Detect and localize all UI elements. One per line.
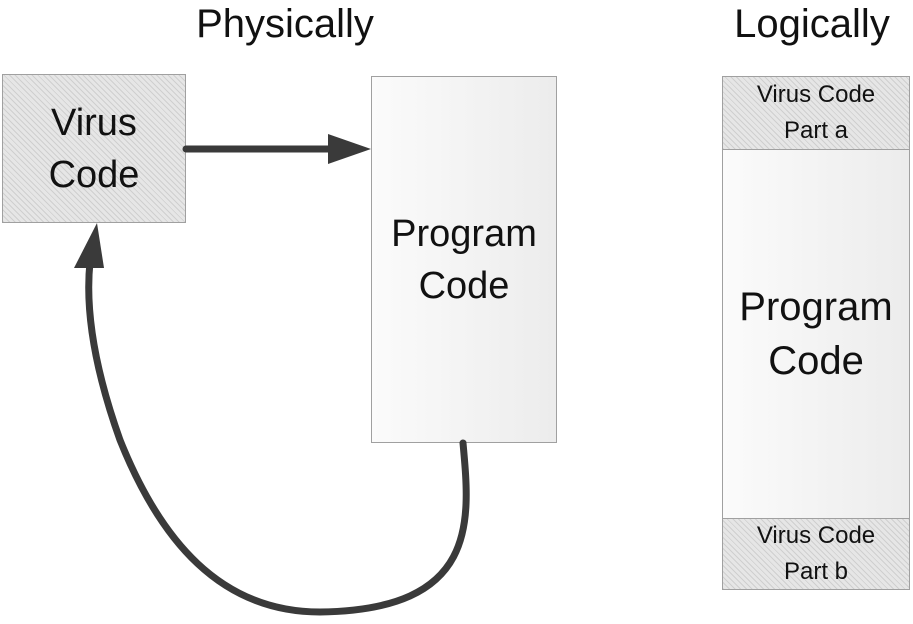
program-code-box: Program Code [371,76,557,443]
part-a-line2: Part a [783,117,849,144]
heading-physically: Physically [196,2,374,46]
part-b-line2: Part b [783,558,849,585]
arrowhead-right-icon [328,134,371,164]
logical-layout-stack: Virus Code Part a Program Code Virus Cod… [722,76,910,590]
virus-code-line1: Virus [51,101,137,144]
program-code-line1: Program [391,212,537,255]
logical-program-line2: Code [768,339,864,383]
part-b-line1: Virus Code [756,522,876,549]
arrowhead-up-icon [74,223,104,268]
virus-code-line2: Code [48,153,140,196]
virus-code-box: Virus Code [2,74,186,223]
logical-program-code-box: Program Code [722,149,910,519]
part-a-line1: Virus Code [756,81,876,108]
virus-code-part-a-box: Virus Code Part a [722,76,910,150]
logical-program-line1: Program [739,285,893,329]
program-code-line2: Code [418,264,510,307]
heading-logically: Logically [734,2,890,46]
virus-code-part-b-box: Virus Code Part b [722,518,910,590]
